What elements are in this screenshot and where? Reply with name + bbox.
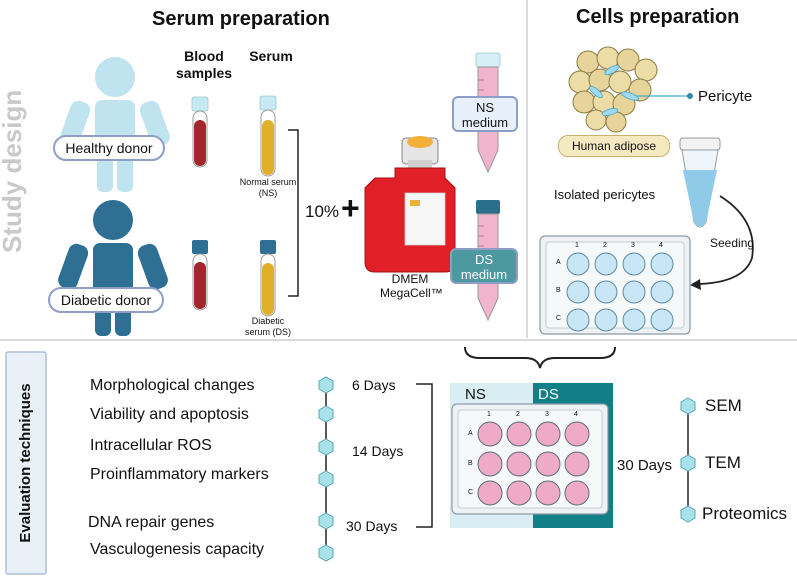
bottom-plate-col-2: 2	[516, 411, 520, 418]
day-label-30: 30 Days	[346, 518, 398, 534]
bottom-plate-row-b: B	[468, 460, 473, 467]
dmem-label: DMEM MegaCell™	[380, 272, 443, 300]
timeline-hexagons	[318, 376, 334, 562]
plus-sign: +	[341, 190, 360, 226]
technique-ros: Intracellular ROS	[90, 437, 212, 454]
day-label-14: 14 Days	[352, 443, 404, 459]
diabetic-donor-figure	[58, 200, 168, 336]
seeding-arrow	[699, 195, 754, 285]
right-hexagons	[680, 397, 696, 523]
evaluation-techniques-label: Evaluation techniques	[17, 383, 34, 543]
evaluation-label-box	[5, 351, 47, 575]
technique-morphological: Morphological changes	[90, 377, 255, 394]
isolated-pericytes-label: Isolated pericytes	[554, 187, 656, 202]
bottom-plate-wells	[477, 421, 590, 506]
bottom-plate-col-4: 4	[574, 411, 578, 418]
healthy-donor-label: Healthy donor	[53, 135, 165, 161]
right-days-label: 30 Days	[617, 457, 673, 474]
diabetic-serum-line2: serum (DS)	[244, 327, 291, 337]
ds-medium-line2: medium	[460, 267, 508, 282]
serum-header: Serum	[249, 48, 293, 64]
technique-dna-repair: DNA repair genes	[88, 514, 215, 531]
top-plate-row-b: B	[556, 287, 561, 294]
bottom-plate-col-3: 3	[545, 411, 549, 418]
normal-serum-line2: (NS)	[258, 188, 278, 198]
technique-vasculogenesis: Vasculogenesis capacity	[90, 541, 265, 558]
media-brace	[464, 346, 616, 369]
study-design-label: Study design	[0, 89, 27, 253]
plate-ns-label: NS	[465, 386, 486, 403]
ds-medium-box: DS medium	[450, 248, 518, 284]
dmem-line1: DMEM	[391, 272, 429, 286]
adipose-tissue	[568, 46, 658, 133]
bottom-plate-col-1: 1	[487, 411, 491, 418]
days-bracket	[416, 383, 433, 528]
top-plate-wells	[566, 252, 674, 332]
ns-medium-line1: NS	[475, 100, 495, 115]
diabetic-donor-label: Diabetic donor	[48, 287, 164, 313]
serum-bracket	[288, 129, 299, 297]
bottom-plate-row-c: C	[468, 489, 474, 496]
blood-line1: Blood	[184, 48, 224, 64]
ns-medium-line2: medium	[461, 115, 509, 130]
top-plate-col-3: 3	[631, 242, 635, 249]
serum-preparation-header: Serum preparation	[152, 8, 330, 30]
right-technique-sem: SEM	[705, 396, 742, 415]
right-technique-proteomics: Proteomics	[702, 504, 788, 523]
plate-ds-label: DS	[538, 386, 559, 403]
ns-medium-box: NS medium	[452, 96, 518, 132]
blood-tube-healthy	[191, 96, 209, 168]
bottom-plate-row-a: A	[468, 430, 473, 437]
blood-samples-header: Blood samples	[176, 48, 232, 82]
day-label-6: 6 Days	[352, 377, 396, 393]
top-plate-col-1: 1	[575, 242, 579, 249]
human-adipose-label: Human adipose	[558, 135, 670, 157]
ds-medium-line1: DS	[474, 252, 494, 267]
diabetic-serum-line1: Diabetic	[251, 316, 285, 326]
blood-tube-diabetic	[192, 240, 208, 311]
cells-preparation-header: Cells preparation	[576, 6, 740, 28]
top-plate-col-2: 2	[603, 242, 607, 249]
seeding-label: Seeding	[710, 236, 755, 250]
top-plate-row-c: C	[556, 315, 562, 322]
technique-viability: Viability and apoptosis	[90, 406, 249, 423]
right-technique-tem: TEM	[705, 453, 741, 472]
serum-tube-diabetic	[260, 240, 276, 317]
top-plate-col-4: 4	[659, 242, 663, 249]
normal-serum-label: Normal serum (NS)	[233, 177, 303, 199]
pericyte-cells	[589, 64, 639, 116]
percent-label: 10%	[305, 202, 340, 221]
isolated-pericytes-tube	[679, 137, 721, 228]
blood-line2: samples	[176, 65, 233, 81]
normal-serum-line1: Normal serum	[239, 177, 297, 187]
healthy-donor-figure	[60, 57, 170, 192]
dmem-line2: MegaCell™	[380, 286, 443, 300]
diabetic-serum-label: Diabetic serum (DS)	[238, 316, 298, 338]
serum-tube-healthy	[259, 95, 277, 177]
technique-proinflammatory: Proinflammatory markers	[90, 466, 269, 483]
top-plate-row-a: A	[556, 259, 561, 266]
pericyte-label: Pericyte	[698, 88, 753, 105]
dmem-bottle	[364, 136, 456, 273]
